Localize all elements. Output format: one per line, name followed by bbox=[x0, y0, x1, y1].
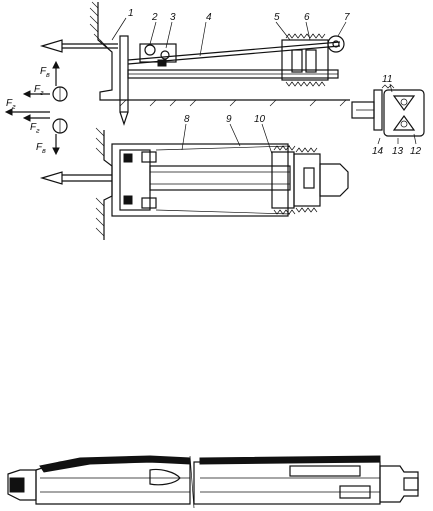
top-assembly: 1 2 3 4 5 6 7 bbox=[39, 1, 350, 126]
force-diagram: Fв Fг Fг Fг Fв bbox=[4, 60, 68, 156]
part-label-4: 4 bbox=[206, 12, 212, 23]
force-fg-bottom: Fг bbox=[30, 122, 40, 135]
middle-assembly: 8 9 10 bbox=[39, 114, 349, 240]
part-label-8: 8 bbox=[184, 114, 190, 125]
part-label-10: 10 bbox=[254, 114, 266, 125]
part-label-7: 7 bbox=[344, 12, 350, 23]
wall-hatch-middle bbox=[95, 127, 113, 240]
part-label-2: 2 bbox=[151, 12, 158, 23]
part-label-13: 13 bbox=[392, 146, 404, 157]
part-label-9: 9 bbox=[226, 114, 232, 125]
part-label-1: 1 bbox=[128, 8, 134, 19]
part-label-5: 5 bbox=[274, 12, 280, 23]
force-fg-top: Fг bbox=[34, 84, 44, 97]
part-label-3: 3 bbox=[170, 12, 176, 23]
part-label-12: 12 bbox=[410, 146, 422, 157]
detail-view: 11 14 13 12 bbox=[351, 74, 425, 157]
wall-hatch-top bbox=[89, 1, 350, 107]
part-label-11: 11 bbox=[382, 74, 392, 85]
force-fv-bottom: Fв bbox=[36, 142, 46, 155]
part-label-6: 6 bbox=[304, 12, 310, 23]
spring-housing bbox=[281, 39, 329, 81]
force-fg-left: Fг bbox=[6, 98, 16, 111]
drill-bit-top bbox=[39, 39, 63, 53]
force-fv-top: Fв bbox=[40, 66, 50, 79]
part-label-14: 14 bbox=[372, 146, 384, 157]
bottom-assembly bbox=[7, 455, 419, 509]
drill-bit-middle bbox=[39, 171, 63, 185]
